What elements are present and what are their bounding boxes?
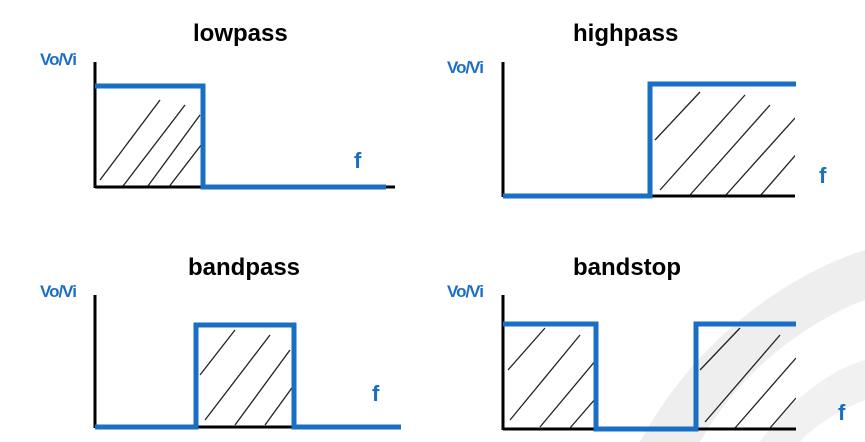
response-curve	[95, 83, 386, 190]
x-axis-label: f	[819, 163, 827, 188]
response-curve	[503, 81, 796, 199]
panel-title: lowpass	[193, 20, 288, 47]
y-axis-label: Vo/Vi	[447, 282, 484, 301]
y-axis-label: Vo/Vi	[40, 282, 77, 301]
response-curve	[503, 321, 796, 432]
x-axis-label: f	[372, 381, 380, 406]
panel-title: bandpass	[188, 254, 301, 281]
x-axis-label: f	[838, 400, 846, 425]
passband-hatch	[199, 329, 294, 426]
response-curve	[95, 322, 401, 430]
y-axis-label: Vo/Vi	[40, 50, 77, 69]
x-axis-label: f	[354, 148, 362, 173]
passband-hatch	[654, 91, 795, 196]
passband-hatch	[99, 99, 203, 186]
panel-title: highpass	[573, 20, 679, 47]
y-axis-label: Vo/Vi	[447, 58, 484, 77]
passband-hatch	[699, 327, 796, 429]
panel-title: bandstop	[573, 254, 681, 281]
passband-hatch	[507, 327, 596, 429]
